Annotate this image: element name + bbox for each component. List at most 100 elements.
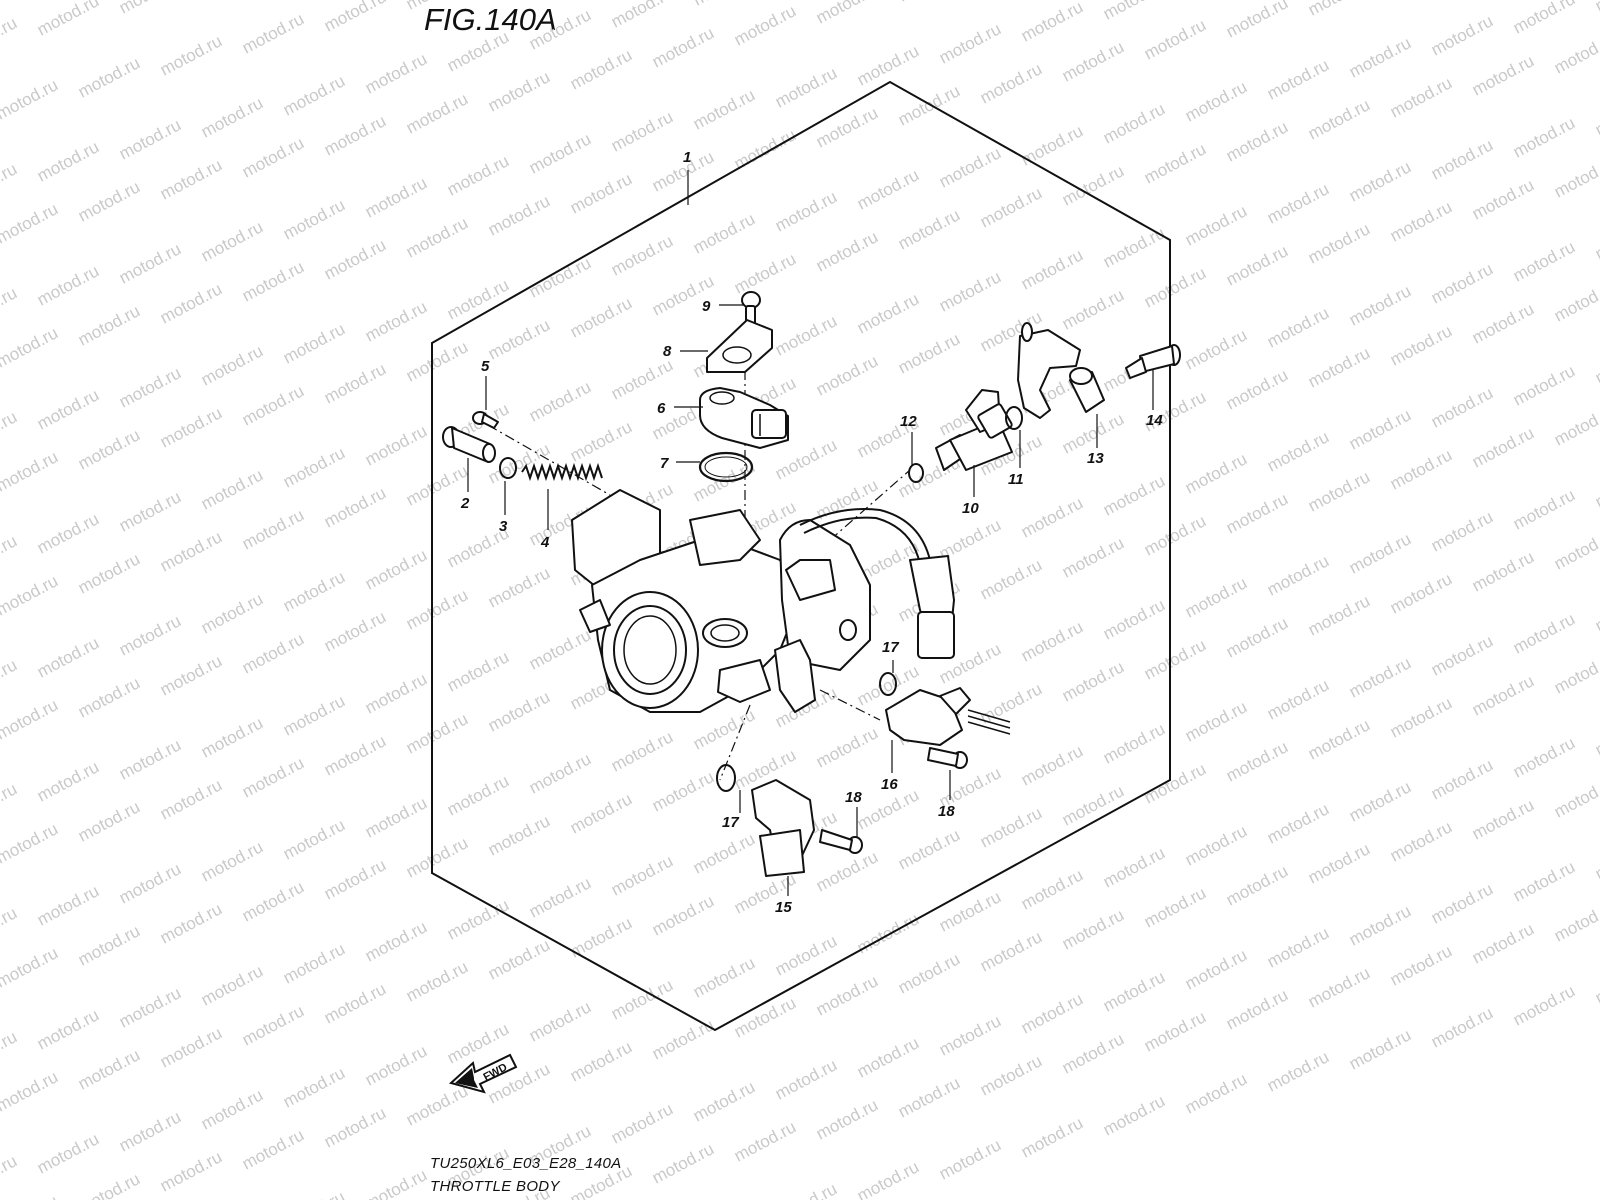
watermark-text: motod.ru [0,779,20,827]
part-idle-screw-2[interactable] [442,426,496,463]
watermark-text: motod.ru [280,815,348,863]
watermark-text: motod.ru [321,979,389,1027]
watermark-text: motod.ru [1469,547,1537,595]
watermark-text: motod.ru [895,825,963,873]
watermark-text: motod.ru [1428,507,1496,555]
watermark-text: motod.ru [1141,1007,1209,1055]
watermark-text: motod.ru [75,177,143,225]
callout-6: 6 [657,400,666,417]
watermark-text: motod.ru [75,549,143,597]
watermark-text: motod.ru [1223,613,1291,661]
part-washer-3[interactable] [499,457,517,479]
watermark-text: motod.ru [280,1187,348,1200]
watermark-text: motod.ru [1305,839,1373,887]
leader-lines [467,304,1154,896]
part-spring-4[interactable] [521,462,603,482]
watermark-text: motod.ru [608,355,676,403]
watermark-text: motod.ru [1592,91,1600,139]
watermark-text: motod.ru [1510,857,1578,905]
watermark-text: motod.ru [1018,0,1086,46]
watermark-text: motod.ru [1141,883,1209,931]
assembly-lines [487,330,911,781]
watermark-text: motod.ru [977,555,1045,603]
part-fuel-joint-13[interactable] [1017,322,1105,419]
watermark-text: motod.ru [403,709,471,757]
watermark-text: motod.ru [1428,11,1496,59]
watermark-text: motod.ru [1182,697,1250,745]
watermark-text: motod.ru [280,691,348,739]
part-washer-12[interactable] [908,463,924,483]
watermark-text: motod.ru [1551,401,1600,449]
watermark-text: motod.ru [772,311,840,359]
watermark-text: motod.ru [239,877,307,925]
watermark-text: motod.ru [75,673,143,721]
part-oring-7[interactable] [698,451,754,483]
watermark-text: motod.ru [116,611,184,659]
watermark-text: motod.ru [526,253,594,301]
watermark-text: motod.ru [1141,263,1209,311]
part-oring-17-upper[interactable] [879,672,897,696]
watermark-text: motod.ru [280,71,348,119]
part-oring-11[interactable] [1005,406,1023,430]
watermark-text: motod.ru [1387,197,1455,245]
watermark-text: motod.ru [813,971,881,1019]
watermark-text: motod.ru [75,53,143,101]
watermark-text: motod.ru [1182,449,1250,497]
part-sensor-15[interactable] [751,779,815,877]
part-sensor-6[interactable] [699,387,789,449]
watermark-text: motod.ru [1223,985,1291,1033]
watermark-text: motod.ru [198,837,266,885]
watermark-text: motod.ru [444,895,512,943]
watermark-text: motod.ru [1100,0,1168,24]
watermark-text: motod.ru [485,315,553,363]
watermark-text: motod.ru [362,1041,430,1089]
watermark-text: motod.ru [608,1099,676,1147]
watermark-text: motod.ru [1264,799,1332,847]
watermark-text: motod.ru [567,789,635,837]
watermark-text: motod.ru [157,155,225,203]
watermark-text: motod.ru [936,19,1004,67]
watermark-text: motod.ru [895,0,963,6]
watermark-text: motod.ru [1551,649,1600,697]
watermark-text: motod.ru [690,0,758,10]
part-injector-10[interactable] [935,389,1013,471]
part-screw-18-lower[interactable] [819,829,863,854]
watermark-text: motod.ru [1510,0,1578,38]
watermark-text: motod.ru [895,205,963,253]
part-bracket-8[interactable] [706,319,773,373]
watermark-text: motod.ru [1059,905,1127,953]
watermark-text: motod.ru [403,833,471,881]
part-oring-17-lower[interactable] [716,764,736,792]
part-screw-5[interactable] [472,411,499,429]
watermark-text: motod.ru [0,13,20,61]
watermark-text: motod.ru [116,859,184,907]
watermark-text: motod.ru [444,151,512,199]
watermark-text: motod.ru [1100,223,1168,271]
watermark-text: motod.ru [690,209,758,257]
watermark-text: motod.ru [485,191,553,239]
watermark-text: motod.ru [1305,467,1373,515]
part-bolt-14[interactable] [1125,344,1181,379]
part-throttle-body-1[interactable] [571,489,955,713]
watermark-text: motod.ru [321,111,389,159]
figure-code: TU250XL6_E03_E28_140A [430,1155,622,1172]
watermark-text: motod.ru [1387,321,1455,369]
watermark-text: motod.ru [444,771,512,819]
watermark-text: motod.ru [0,655,20,703]
watermark-text: motod.ru [0,1067,61,1115]
watermark-text: motod.ru [362,793,430,841]
watermark-text: motod.ru [116,487,184,535]
watermark-text: motod.ru [1182,0,1250,2]
watermark-text: motod.ru [813,723,881,771]
watermark-text: motod.ru [116,363,184,411]
watermark-text: motod.ru [1428,135,1496,183]
watermark-text: motod.ru [649,23,717,71]
figure-title: FIG.140A [424,2,557,37]
watermark-text: motod.ru [239,1125,307,1173]
watermark-text: motod.ru [1551,277,1600,325]
watermark-text: motod.ru [1100,595,1168,643]
part-screw-18-right[interactable] [927,747,968,769]
part-sensor-16[interactable] [885,687,1011,746]
watermark-text: motod.ru [731,993,799,1041]
